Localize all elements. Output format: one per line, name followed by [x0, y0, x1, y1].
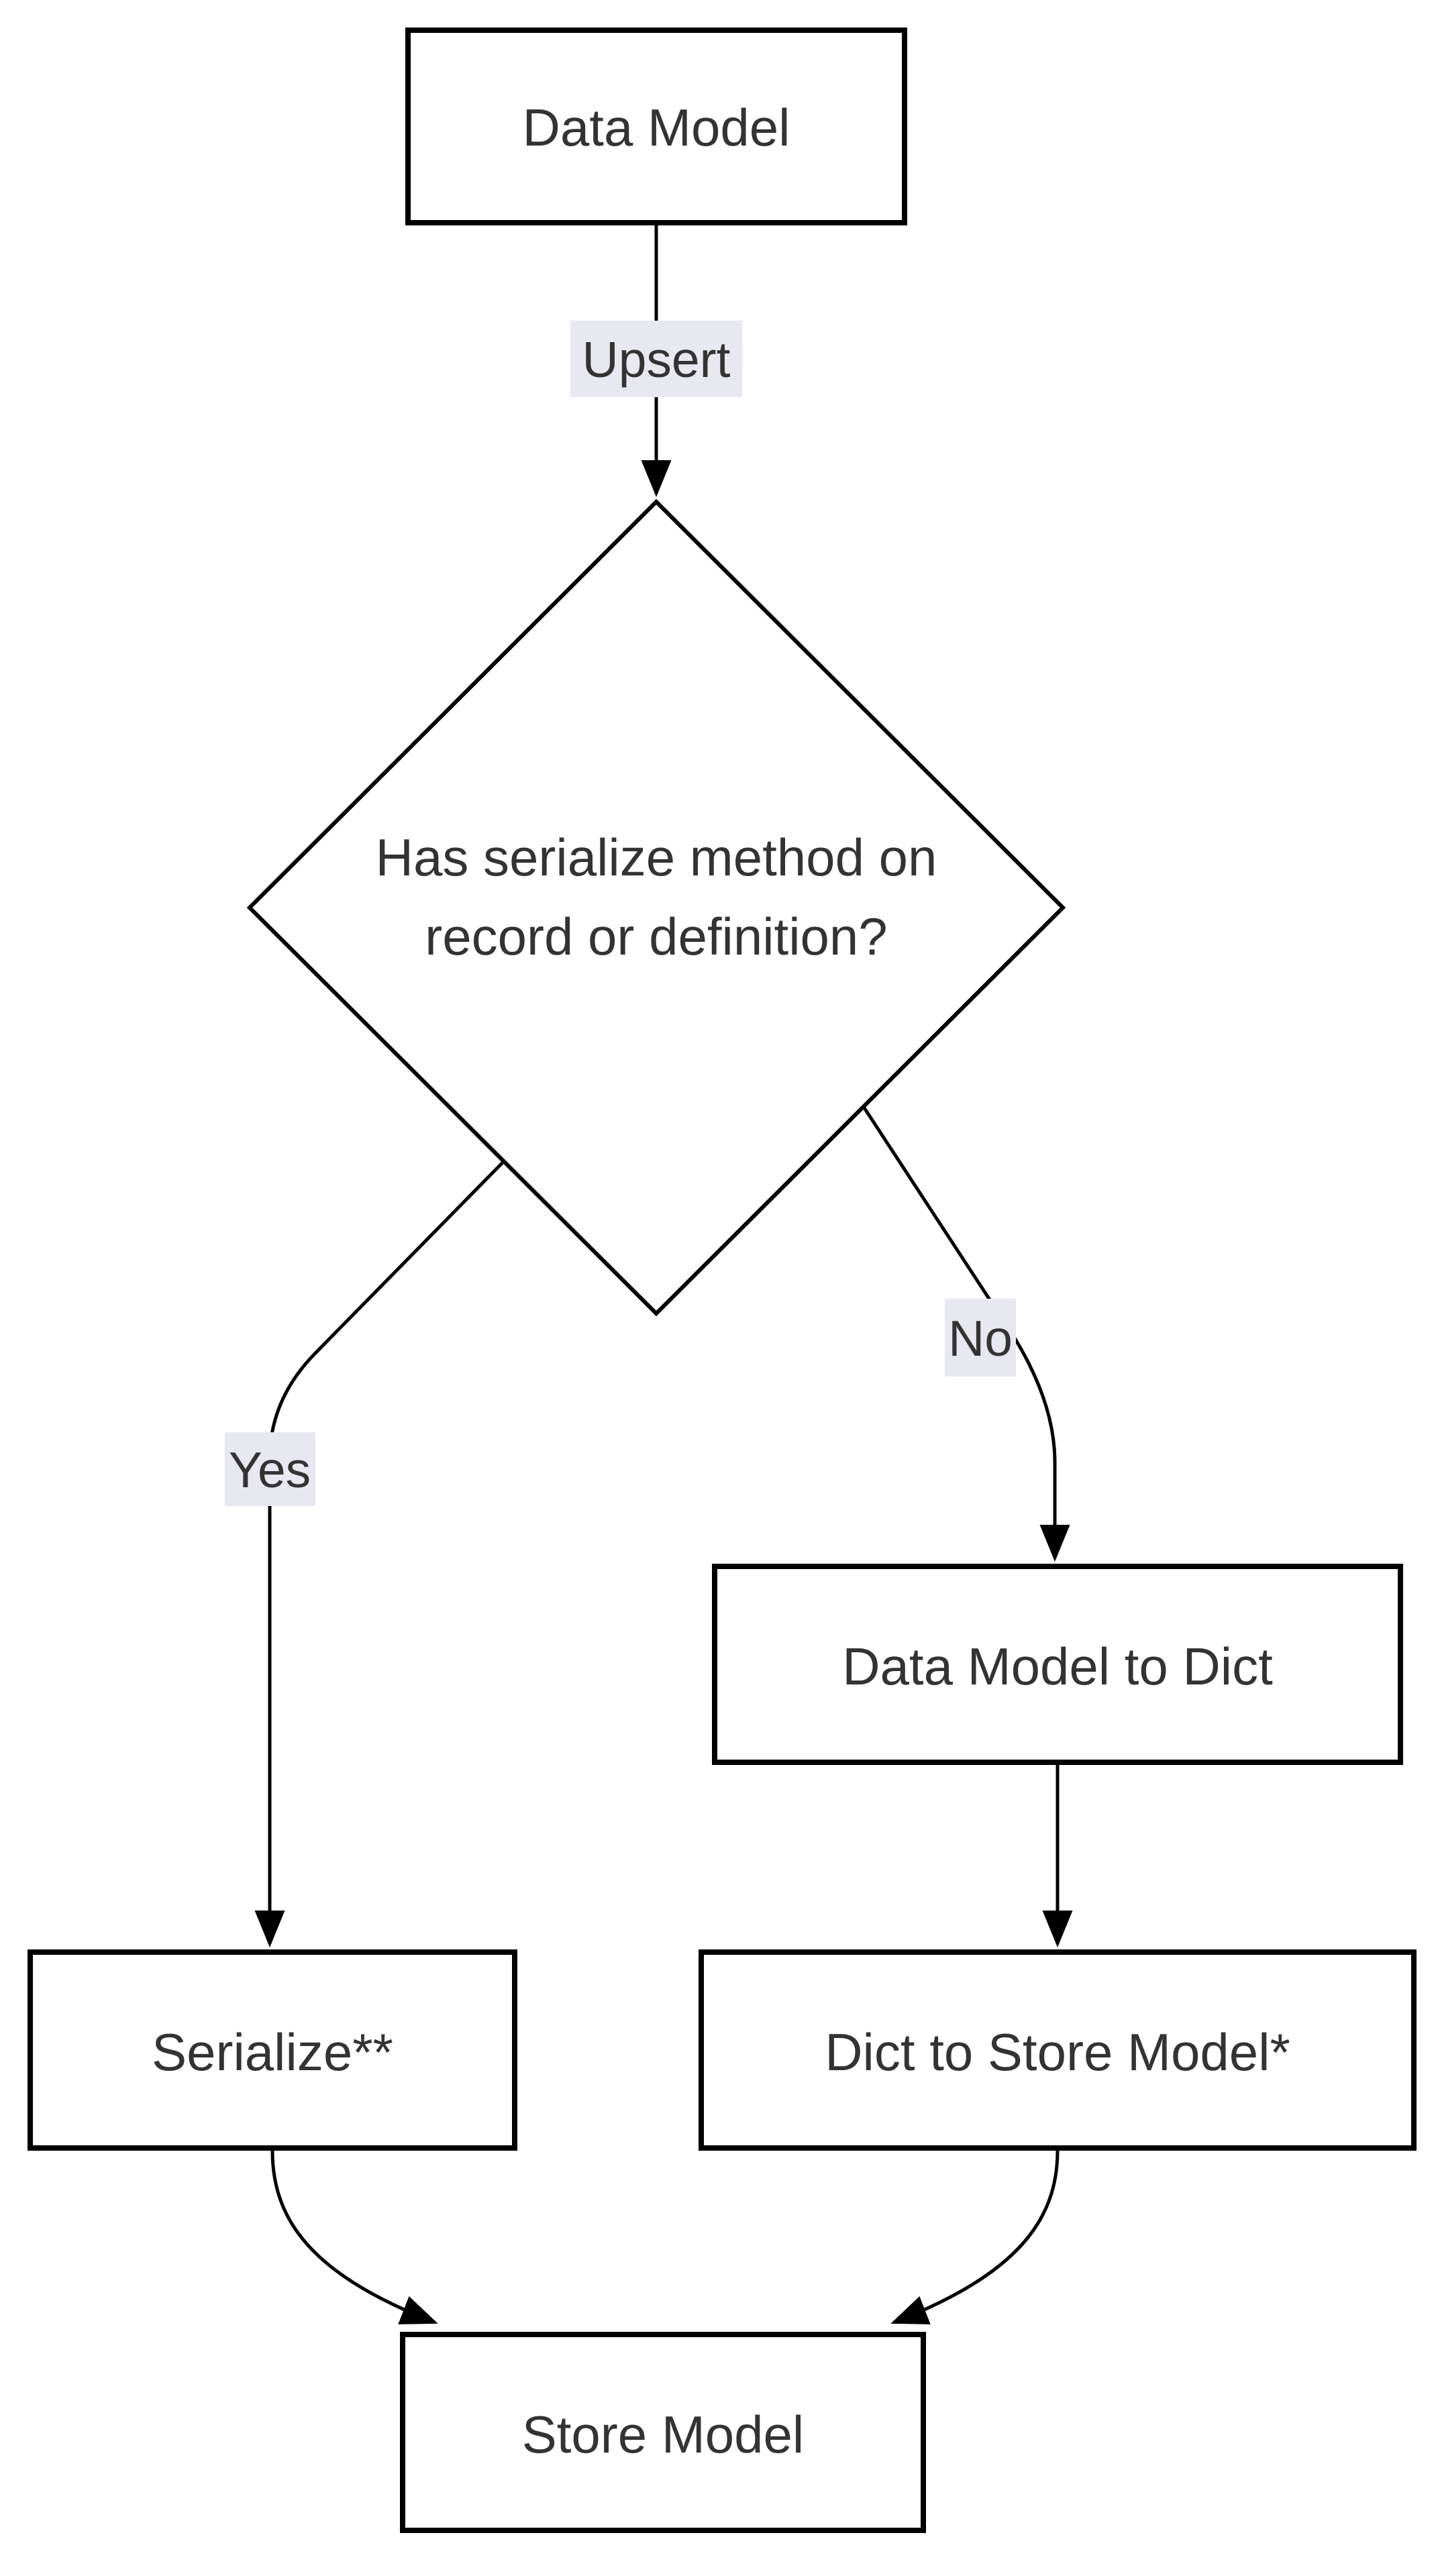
node-data-model-box: [405, 28, 907, 225]
node-serialize: Serialize**: [28, 1949, 517, 2151]
decision-label-line2: record or definition?: [425, 907, 887, 966]
edge-label-group: Upsert Yes No: [225, 321, 1016, 1506]
node-data-model-to-dict-box: [712, 1564, 1403, 1765]
node-serialize-label: Serialize**: [152, 2023, 393, 2082]
node-data-model-to-dict: Data Model to Dict: [712, 1564, 1403, 1765]
node-dict-to-store-model: Dict to Store Model*: [699, 1949, 1417, 2151]
edge-serialize-to-storemodel: [270, 2150, 438, 2324]
edge-label-yes: Yes: [229, 1442, 311, 1498]
node-data-model: Data Model: [405, 28, 907, 225]
node-data-model-to-dict-label: Data Model to Dict: [842, 1637, 1273, 1696]
node-data-model-label: Data Model: [523, 98, 790, 157]
node-store-model-box: [400, 2332, 926, 2533]
edge-label-no: No: [948, 1310, 1013, 1366]
node-store-model: Store Model: [400, 2332, 926, 2533]
edge-label-bg-upsert: [570, 321, 742, 397]
node-serialize-box: [28, 1949, 517, 2151]
edge-yes: [254, 1161, 505, 1947]
edge-no: [862, 1106, 1070, 1562]
decision-diamond-shape: [246, 498, 1066, 1317]
node-store-model-label: Store Model: [522, 2405, 805, 2464]
edge-label-bg-no: [945, 1299, 1016, 1377]
decision-label-line1: Has serialize method on: [376, 828, 937, 887]
edge-label-bg-yes: [225, 1432, 315, 1506]
node-group: Data Model Has serialize method on recor…: [28, 28, 1417, 2533]
node-dict-to-store-model-box: [699, 1949, 1417, 2151]
node-dict-to-store-model-label: Dict to Store Model*: [825, 2023, 1290, 2082]
edge-dicttostoremodel-to-storemodel: [890, 2150, 1060, 2324]
edge-label-upsert: Upsert: [582, 331, 731, 388]
node-decision: Has serialize method on record or defini…: [246, 498, 1066, 1317]
